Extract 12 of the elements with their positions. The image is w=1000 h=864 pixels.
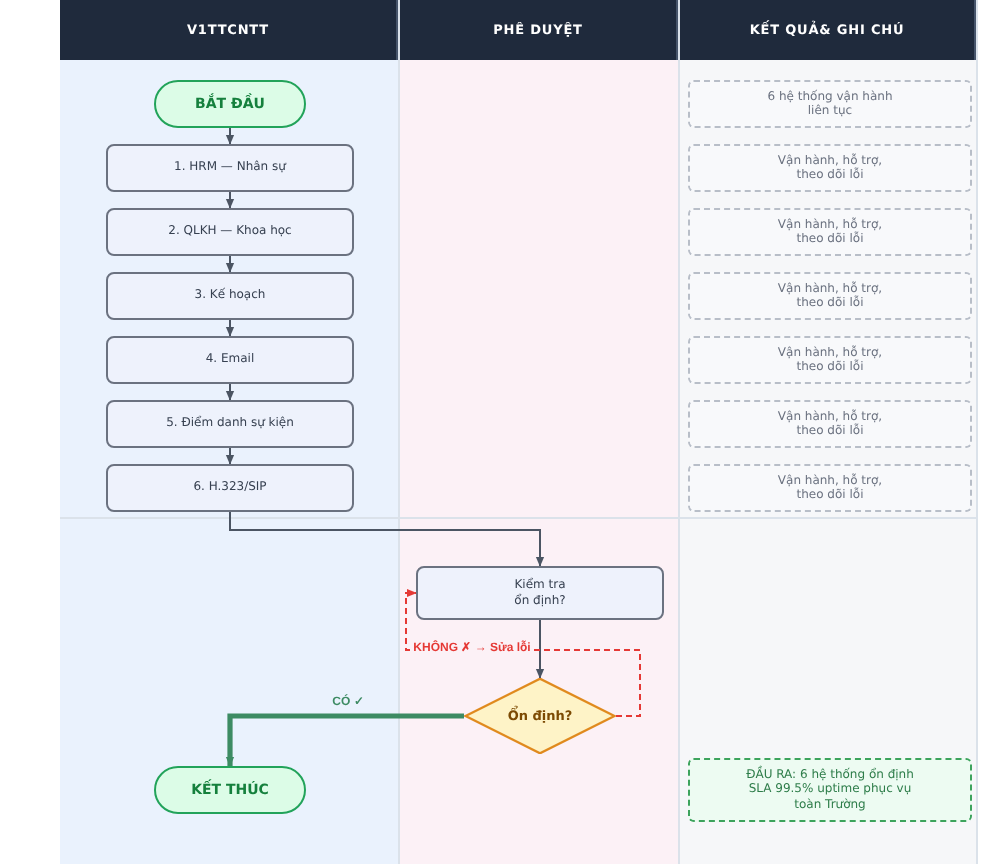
arrow bbox=[225, 255, 235, 273]
swimlane bbox=[400, 0, 680, 864]
arrow bbox=[225, 191, 235, 209]
swimlane bbox=[680, 0, 978, 864]
arrow bbox=[225, 383, 235, 401]
arrow bbox=[229, 511, 545, 567]
arrow bbox=[535, 619, 545, 679]
arrow bbox=[225, 713, 464, 767]
arrow bbox=[225, 447, 235, 465]
arrow bbox=[225, 319, 235, 337]
arrow bbox=[225, 127, 235, 145]
swimlane bbox=[60, 0, 400, 864]
